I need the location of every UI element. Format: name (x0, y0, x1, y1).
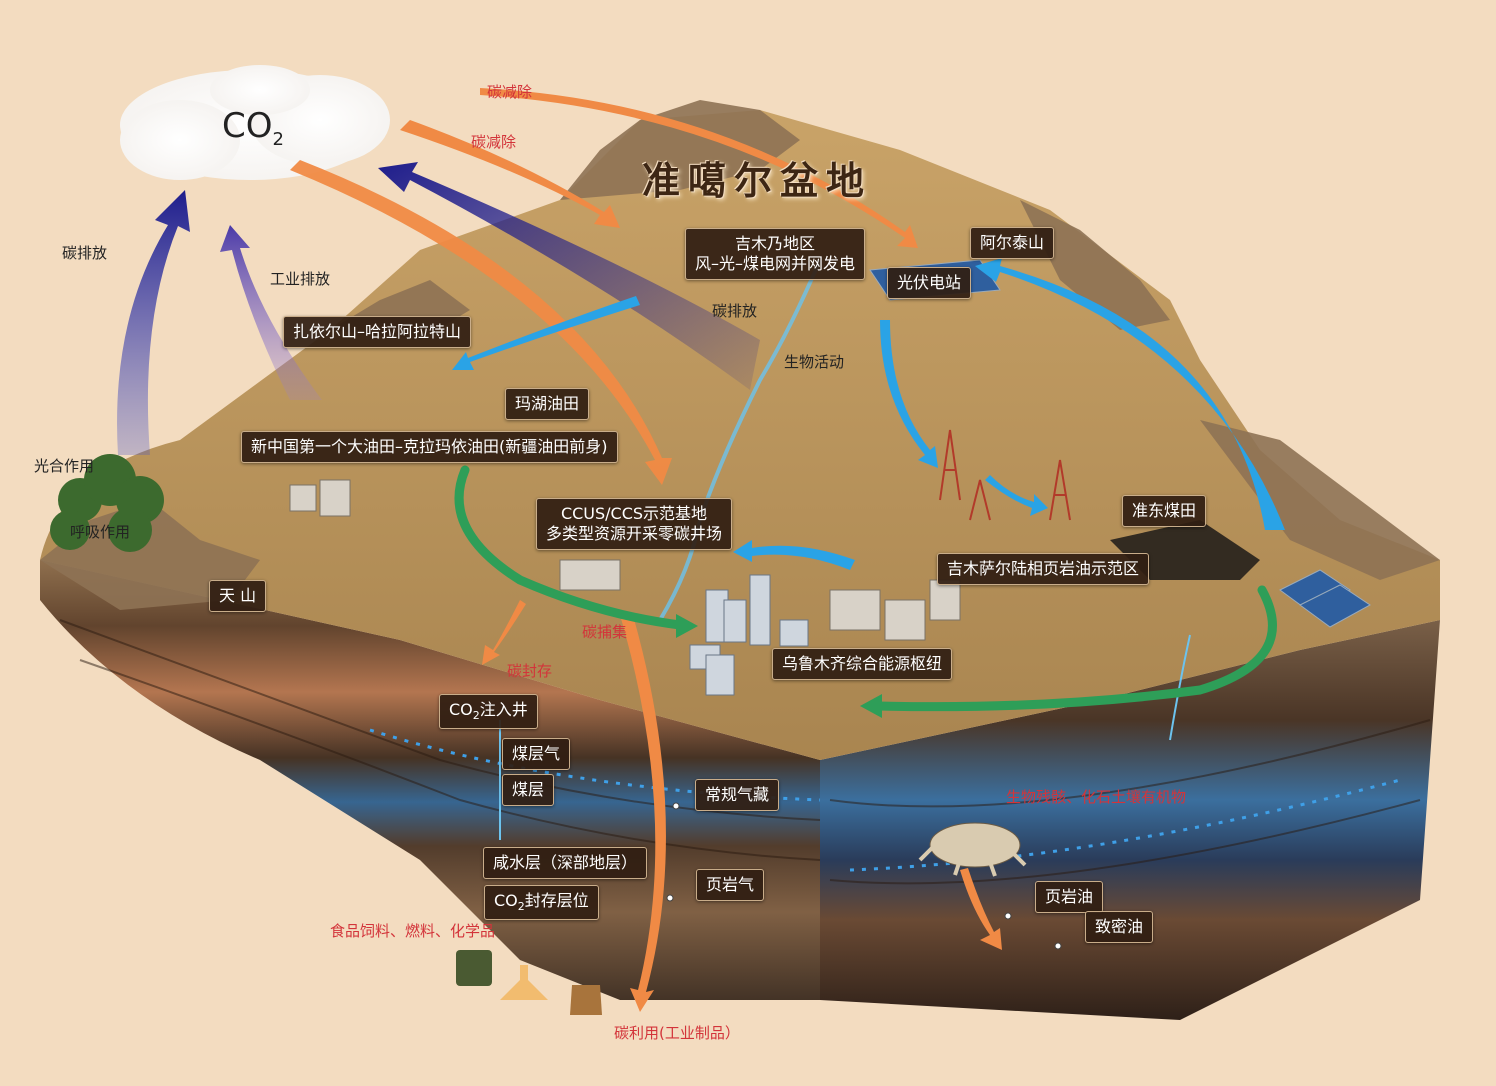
label-biological-activity: 生物活动 (784, 353, 845, 371)
label-respiration: 呼吸作用 (70, 523, 131, 541)
box-ccus-line1: CCUS/CCS示范基地 (560, 504, 708, 523)
box-co2-injection: CO2注入井 (439, 694, 538, 729)
label-carbon-emission-left: 碳排放 (62, 244, 108, 262)
box-shale-oil: 页岩油 (1035, 881, 1104, 913)
box-saline-aquifer: 咸水层（深部地层） (483, 847, 648, 879)
label-carbon-removal-2: 碳减除 (471, 133, 517, 151)
label-industrial-emission: 工业排放 (270, 270, 331, 288)
box-altay: 阿尔泰山 (970, 227, 1055, 259)
flask-icon (500, 965, 548, 1000)
basin-title: 准噶尔盆地 (642, 159, 873, 203)
box-karamay: 新中国第一个大油田–克拉玛依油田(新疆油田前身) (241, 431, 618, 463)
label-carbon-capture: 碳捕集 (582, 623, 628, 641)
box-coalbed-gas: 煤层气 (502, 738, 571, 770)
box-conventional-gas: 常规气藏 (695, 779, 780, 811)
label-photosynthesis: 光合作用 (34, 457, 95, 475)
box-jimsar: 吉木萨尔陆相页岩油示范区 (937, 553, 1150, 585)
fuel-can-icon (456, 950, 492, 986)
box-coal-seam: 煤层 (502, 774, 555, 806)
box-co2-storage: CO2封存层位 (484, 885, 599, 920)
co2-cloud-label: CO2 (222, 106, 284, 150)
box-tianshan: 天 山 (209, 580, 267, 612)
box-ccus-line2: 多类型资源开采零碳井场 (546, 524, 723, 543)
box-zhayier: 扎依尔山–哈拉阿拉特山 (283, 316, 472, 348)
box-jimunai: 吉木乃地区 风–光–煤电网并网发电 (685, 228, 866, 280)
label-carbon-use: 碳利用(工业制品） (614, 1024, 740, 1042)
label-bio-remains: 生物残骸、化石土壤有机物 (1006, 788, 1187, 806)
feed-bag-icon (570, 985, 602, 1015)
box-mahu: 玛湖油田 (505, 388, 590, 420)
box-ccus: CCUS/CCS示范基地 多类型资源开采零碳井场 (536, 498, 733, 550)
label-carbon-storage: 碳封存 (507, 662, 553, 680)
label-products: 食品饲料、燃料、化学品 (330, 922, 496, 940)
label-carbon-emission-center: 碳排放 (712, 302, 758, 320)
box-shale-gas: 页岩气 (696, 869, 765, 901)
label-carbon-removal-1: 碳减除 (487, 83, 533, 101)
box-pv-station: 光伏电站 (887, 267, 972, 299)
box-jimunai-line2: 风–光–煤电网并网发电 (695, 254, 856, 273)
box-zhundong-coal: 准东煤田 (1122, 495, 1207, 527)
box-urumqi: 乌鲁木齐综合能源枢纽 (772, 648, 953, 680)
box-tight-oil: 致密油 (1085, 911, 1154, 943)
box-jimunai-line1: 吉木乃地区 (735, 234, 816, 253)
